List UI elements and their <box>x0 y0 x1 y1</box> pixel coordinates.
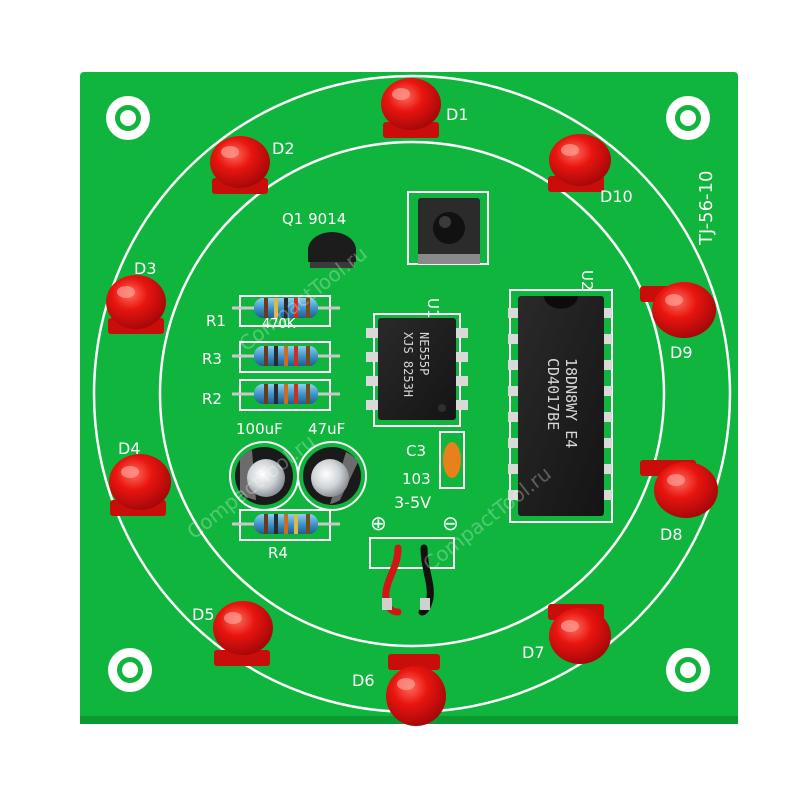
resistor-r3 <box>232 341 340 373</box>
capacitor-c3 <box>439 431 465 489</box>
inner-ring <box>158 140 666 648</box>
capacitor-value-c3: 103 <box>402 470 431 488</box>
resistor-label-r3: R3 <box>202 350 222 368</box>
resistor-label-r4: R4 <box>268 544 288 562</box>
led-label-d4: D4 <box>118 439 141 458</box>
chip-u1-marking-2: XJS 8253H <box>401 332 415 397</box>
led-d8 <box>640 460 718 518</box>
transistor-label: Q1 9014 <box>282 210 346 228</box>
mounting-hole-bottom-right <box>666 648 710 692</box>
power-label: 3-5V <box>394 493 431 512</box>
led-d2 <box>210 136 270 194</box>
led-label-d1: D1 <box>446 105 469 124</box>
led-label-d3: D3 <box>134 259 157 278</box>
led-d3 <box>106 275 166 334</box>
resistor-r1 <box>232 295 340 327</box>
chip-u2-marking-2: CD4017BE <box>544 358 562 430</box>
capacitor-value-c1: 100uF <box>236 420 283 438</box>
chip-u2 <box>508 289 613 523</box>
chip-u1 <box>366 313 468 427</box>
led-label-d9: D9 <box>670 343 693 362</box>
led-label-d7: D7 <box>522 643 545 662</box>
led-label-d6: D6 <box>352 671 375 690</box>
led-label-d8: D8 <box>660 525 683 544</box>
push-button <box>407 191 489 265</box>
mounting-hole-bottom-left <box>108 648 152 692</box>
led-d7 <box>548 604 611 664</box>
mounting-hole-top-left <box>106 96 150 140</box>
resistor-r2 <box>232 379 340 411</box>
led-label-d10: D10 <box>600 187 633 206</box>
mounting-hole-top-right <box>666 96 710 140</box>
capacitor-label-c3: C3 <box>406 442 426 460</box>
led-d6 <box>386 654 446 726</box>
chip-u1-marking-1: NE555P <box>417 332 431 375</box>
power-wires <box>382 544 434 616</box>
led-d10 <box>548 134 611 192</box>
resistor-label-r2: R2 <box>202 390 222 408</box>
power-plus-symbol: ⊕ <box>370 511 387 535</box>
chip-label-u1: U1 <box>424 298 442 319</box>
led-label-d2: D2 <box>272 139 295 158</box>
resistor-r4 <box>232 509 340 541</box>
chip-label-u2: U2 <box>578 270 596 291</box>
led-d4 <box>109 454 171 516</box>
capacitor-c2 <box>297 441 367 511</box>
led-d5 <box>213 601 273 666</box>
power-minus-symbol: ⊖ <box>442 511 459 535</box>
led-label-d5: D5 <box>192 605 215 624</box>
led-d9 <box>640 282 716 338</box>
led-d1 <box>381 78 441 138</box>
resistor-value-r1: 470K <box>262 317 296 332</box>
board-id-label: TJ-56-10 <box>696 171 717 246</box>
power-connector-outline <box>369 537 455 569</box>
transistor-q1 <box>308 232 356 268</box>
capacitor-value-c2: 47uF <box>308 420 345 438</box>
capacitor-c1 <box>229 441 299 511</box>
chip-u2-marking-1: 18DN8WY E4 <box>562 358 580 448</box>
resistor-label-r1: R1 <box>206 312 226 330</box>
